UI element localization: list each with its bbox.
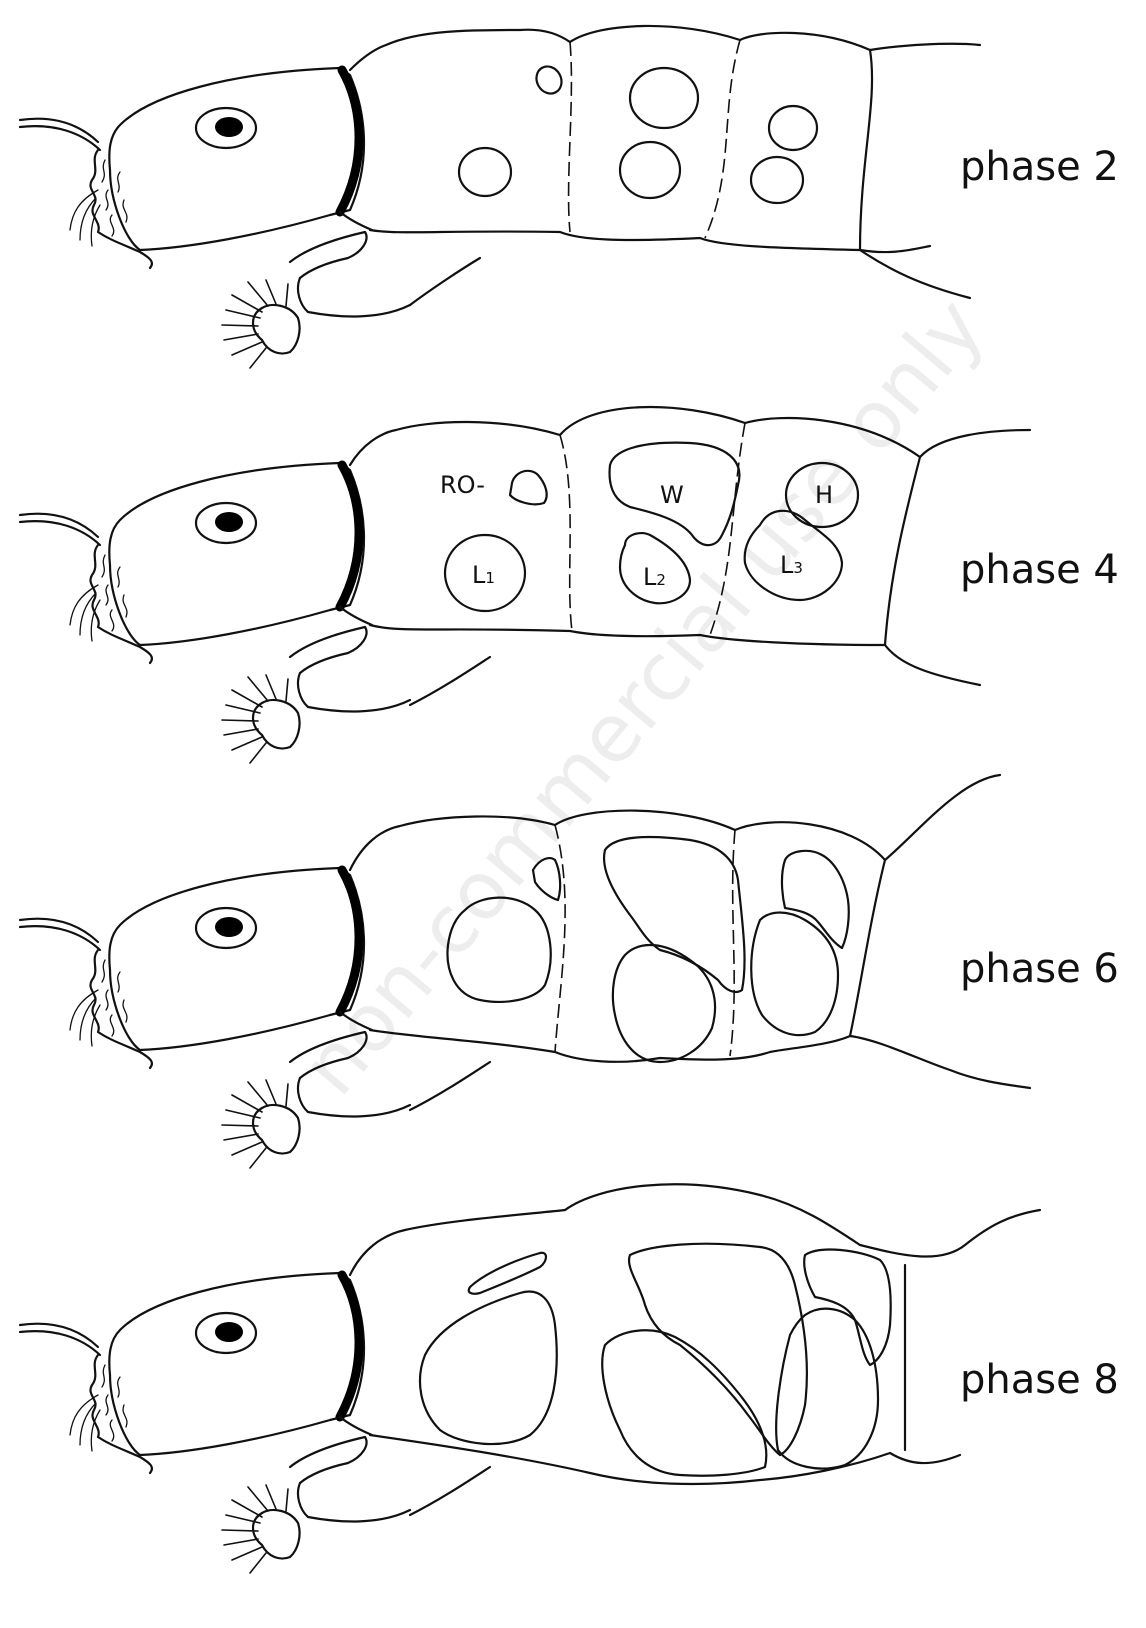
phase-label: phase 6 <box>960 946 1119 992</box>
disc-label-l1: L1 <box>472 561 495 589</box>
phase-label: phase 8 <box>960 1357 1119 1403</box>
disc-label-w: W <box>660 481 684 509</box>
watermark-text: non-commercial use only <box>283 281 1002 1113</box>
panel-phase-4: RO- W H L1 L2 L3 phase 4 <box>20 407 1119 763</box>
phase-label: phase 4 <box>960 547 1119 593</box>
disc-label-ro: RO- <box>440 471 485 499</box>
panel-phase-8: phase 8 <box>20 1184 1119 1573</box>
phase-label: phase 2 <box>960 144 1119 190</box>
disc-label-l2: L2 <box>643 563 666 591</box>
